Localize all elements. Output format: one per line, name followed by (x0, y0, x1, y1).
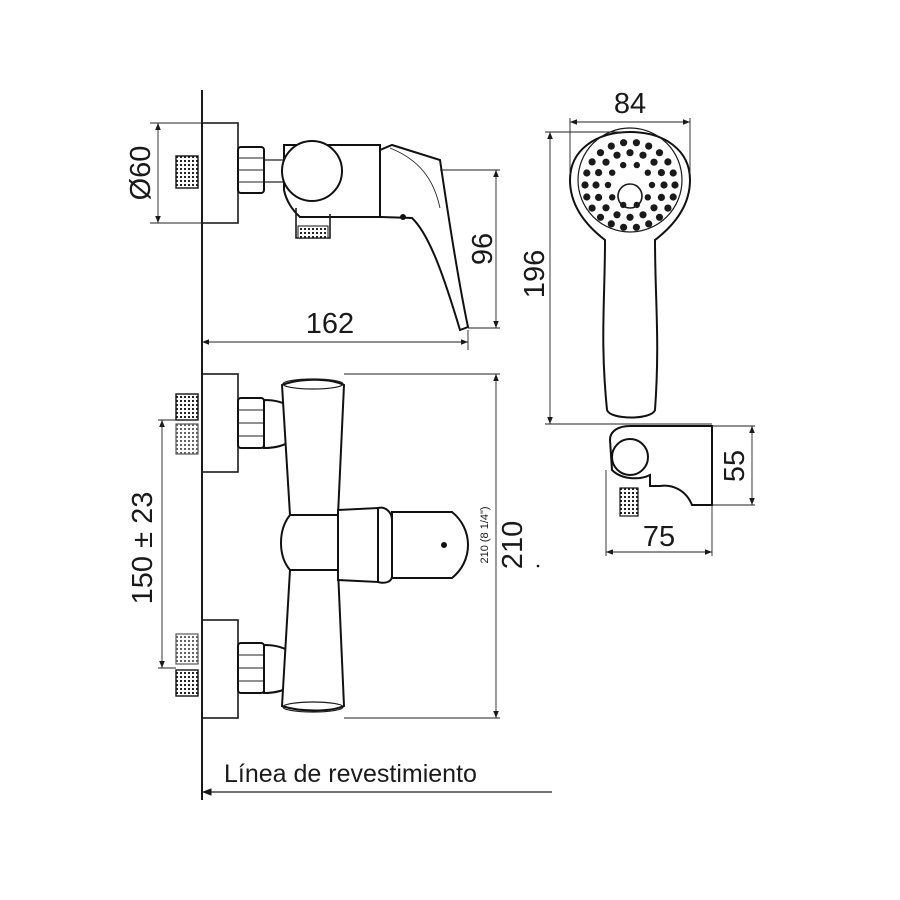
shower-nozzle (632, 139, 641, 147)
shower-nozzle (645, 220, 653, 228)
shower-nozzle (620, 223, 628, 231)
dimension-holder-depth-label: 75 (643, 521, 675, 553)
dimension-body-width: 162 (202, 308, 469, 350)
shower-nozzle (650, 204, 658, 212)
shower-nozzle (620, 201, 627, 209)
shower-nozzle (592, 181, 600, 189)
shower-nozzle (632, 223, 641, 231)
dimension-holder-depth: 75 (605, 470, 713, 556)
shower-nozzle (633, 201, 640, 209)
shower-nozzle (602, 158, 610, 166)
shower-nozzle (669, 193, 677, 201)
shower-nozzle (644, 194, 651, 201)
dimension-shower-head-width-label: 84 (614, 88, 646, 120)
shower-nozzle (644, 169, 651, 176)
dimension-diameter: Ø60 (125, 122, 238, 224)
shower-nozzle (596, 149, 605, 157)
shower-nozzle (650, 158, 658, 166)
shower-nozzle (626, 213, 634, 221)
shower-nozzle (660, 181, 668, 189)
dimension-holder-height-label: 55 (719, 450, 751, 482)
dimension-shower-head-length: 196 (519, 131, 712, 425)
dimension-shower-head-length-label: 196 (519, 250, 551, 298)
shower-nozzle (664, 158, 672, 166)
shower-nozzle (602, 204, 610, 212)
dimension-handle-height: 96 (440, 169, 500, 329)
shower-nozzle (583, 169, 591, 177)
shower-nozzle (581, 181, 589, 189)
shower-nozzle (671, 181, 679, 189)
dimension-total-height-label: 210 (497, 521, 529, 569)
dimension-total-height: 210 210 (8 1/4") (344, 373, 540, 719)
shower-nozzle (669, 169, 677, 177)
shower-nozzle (639, 211, 647, 219)
shower-nozzle (620, 161, 627, 169)
mixer-front-view (175, 373, 470, 719)
shower-nozzle (639, 151, 647, 159)
shower-nozzle (595, 169, 603, 177)
shower-holder (608, 425, 713, 517)
shower-nozzle (607, 220, 615, 228)
shower-nozzle (604, 181, 612, 189)
dimension-inlet-spacing-label: 150 ± 23 (127, 492, 159, 605)
shower-nozzle (613, 151, 621, 159)
dimension-inlet-spacing: 150 ± 23 (127, 419, 176, 669)
shower-nozzle (657, 169, 666, 177)
wall-line-label: Línea de revestimiento (224, 760, 477, 788)
shower-nozzle (655, 149, 664, 157)
dimension-shower-head-width: 84 (569, 88, 691, 175)
shower-nozzle (626, 149, 634, 157)
shower-nozzle (613, 211, 621, 219)
shower-nozzle (583, 193, 591, 201)
shower-nozzle (657, 193, 666, 201)
shower-nozzle (655, 213, 664, 221)
shower-nozzle (588, 158, 596, 166)
dimension-total-height-imperial-label: 210 (8 1/4") (479, 506, 491, 563)
dimension-holder-height: 55 (712, 425, 755, 506)
shower-nozzle (633, 161, 640, 169)
shower-nozzle (607, 142, 615, 150)
shower-nozzle (596, 213, 605, 221)
shower-nozzle (664, 204, 672, 212)
dimension-handle-height-label: 96 (467, 233, 499, 265)
shower-nozzle (588, 204, 596, 212)
wall-line-annotation: Línea de revestimiento (202, 760, 552, 796)
hand-shower (568, 127, 692, 419)
shower-nozzle (609, 169, 616, 176)
shower-nozzles (581, 139, 679, 231)
shower-nozzle (645, 142, 653, 150)
shower-nozzle (609, 194, 616, 201)
shower-nozzle (595, 193, 603, 201)
dimension-diameter-label: Ø60 (125, 146, 157, 201)
mixer-top-view (175, 122, 470, 332)
shower-nozzle (620, 139, 628, 147)
shower-nozzle (648, 181, 656, 189)
dimension-body-width-label: 162 (306, 308, 354, 340)
